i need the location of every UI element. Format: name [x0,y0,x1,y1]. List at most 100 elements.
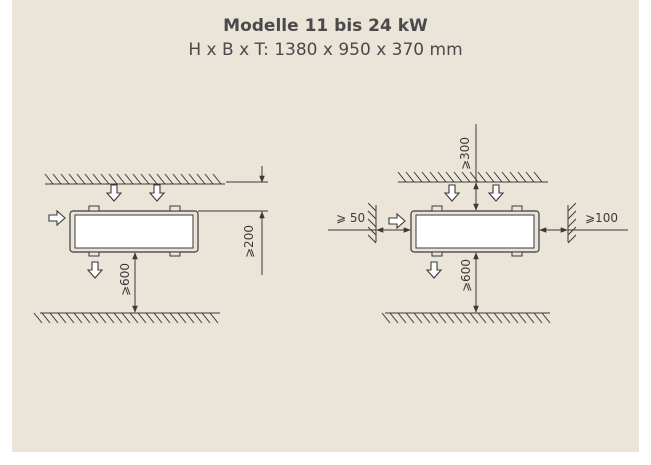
hatch-line [405,312,415,324]
hatch-line [501,312,511,324]
hatch-line [52,173,62,185]
hatch-line [485,312,495,324]
hatch-line [533,171,543,183]
left-diagram [33,166,268,324]
hatch-line [209,312,219,324]
right-right-clearance-label: ⩾100 [585,211,618,225]
right-device [410,205,540,257]
hatch-line [389,312,399,324]
hatch-line [185,312,195,324]
hatch-line [493,171,503,183]
hatch-line [193,312,203,324]
hatch-line [145,312,155,324]
airflow-in-arrow-icon [388,213,406,229]
hatch-line [509,171,519,183]
hatch-line [461,171,471,183]
hatch-line [68,173,78,185]
hatch-line [148,173,158,185]
hatch-line [60,173,70,185]
hatch-line [413,171,423,183]
hatch-line [429,312,439,324]
page-title: Modelle 11 bis 24 kW [223,16,428,36]
airflow-out-arrow-icon [87,261,103,279]
hatch-line [445,171,455,183]
left-ceiling [44,173,225,185]
right-right-wall [567,202,577,244]
hatch-line [105,312,115,324]
hatch-line [367,218,377,228]
hatch-line [367,202,377,212]
airflow-in-arrow-icon [48,210,66,226]
hatch-line [153,312,163,324]
dimensions-subtitle: H x B x T: 1380 x 950 x 370 mm [188,40,463,60]
airflow-in-arrow-icon [106,184,122,202]
hatch-line [367,210,377,220]
hatch-line [212,173,222,185]
hatch-line [477,171,487,183]
right-left-wall [367,202,377,244]
hatch-line [477,312,487,324]
hatch-line [156,173,166,185]
hatch-line [567,226,577,236]
hatch-line [567,210,577,220]
hatch-line [81,312,91,324]
hatch-line [541,312,551,324]
hatch-line [57,312,67,324]
hatch-line [533,312,543,324]
hatch-line [108,173,118,185]
hatch-line [97,312,107,324]
right-ceiling [397,171,548,183]
hatch-line [469,171,479,183]
hatch-line [180,173,190,185]
hatch-line [140,173,150,185]
hatch-line [121,312,131,324]
left-floor-clearance-label: ⩾600 [118,263,132,296]
hatch-line [421,312,431,324]
left-floor [33,312,220,324]
hatch-line [73,312,83,324]
hatch-line [65,312,75,324]
hatch-line [84,173,94,185]
hatch-line [453,312,463,324]
left-ceiling-clearance-label: ⩾200 [242,225,256,258]
hatch-line [517,171,527,183]
right-diagram [328,124,628,324]
right-left-clearance-label: ⩾ 50 [336,211,365,225]
left-device [69,205,199,257]
hatch-line [567,202,577,212]
hatch-line [421,171,431,183]
right-ceiling-clearance-label: ⩾300 [458,137,472,170]
hatch-line [397,171,407,183]
hatch-line [124,173,134,185]
hatch-line [469,312,479,324]
hatch-line [445,312,455,324]
hatch-line [169,312,179,324]
airflow-out-arrow-icon [426,261,442,279]
hatch-line [161,312,171,324]
hatch-line [567,218,577,228]
hatch-line [201,312,211,324]
airflow-in-arrow-icon [444,184,460,202]
hatch-line [172,173,182,185]
airflow-in-arrow-icon [149,184,165,202]
hatch-line [485,171,495,183]
hatch-line [493,312,503,324]
hatch-line [49,312,59,324]
hatch-line [129,312,139,324]
hatch-line [367,226,377,236]
hatch-line [196,173,206,185]
hatch-line [137,312,147,324]
hatch-line [453,171,463,183]
hatch-line [92,173,102,185]
hatch-line [100,173,110,185]
hatch-line [413,312,423,324]
hatch-line [164,173,174,185]
hatch-line [89,312,99,324]
hatch-line [381,312,391,324]
hatch-line [44,173,54,185]
hatch-line [461,312,471,324]
hatch-line [132,173,142,185]
hatch-line [525,171,535,183]
hatch-line [33,312,43,324]
